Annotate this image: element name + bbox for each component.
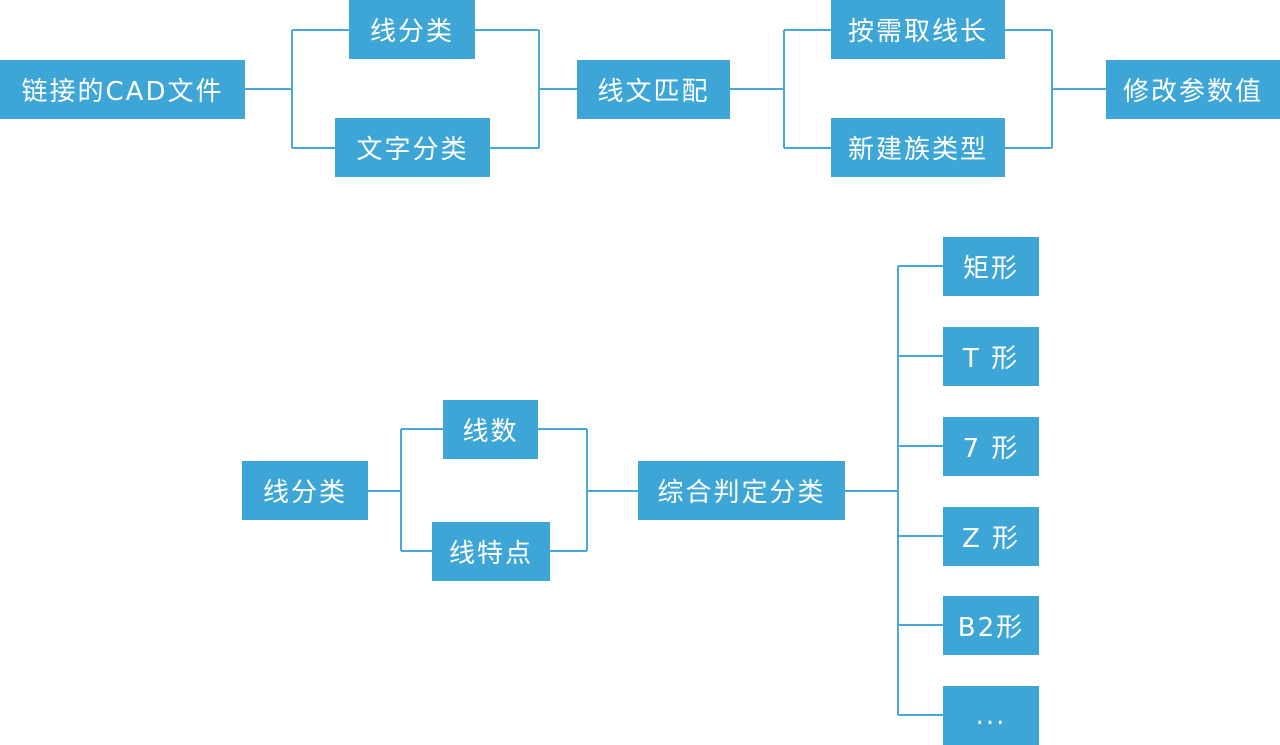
node-line-classify: 线分类 [349,0,475,59]
node-new-family-type: 新建族类型 [831,118,1005,177]
node-combined-judgement: 综合判定分类 [638,461,845,520]
node-shape-z: Z 形 [943,507,1039,566]
node-take-length: 按需取线长 [831,0,1005,59]
node-shape-more: ... [943,686,1039,745]
node-shape-7: 7 形 [943,417,1039,476]
node-line-text-match: 线文匹配 [577,60,730,119]
node-shape-b2: B2形 [943,596,1039,655]
node-shape-t: T 形 [943,327,1039,386]
node-line-features: 线特点 [432,522,550,581]
node-cad-file: 链接的CAD文件 [0,60,245,119]
node-shape-rectangle: 矩形 [943,237,1039,296]
node-modify-params: 修改参数值 [1106,60,1280,119]
node-line-classify-2: 线分类 [242,461,368,520]
node-line-count: 线数 [443,400,538,459]
node-text-classify: 文字分类 [335,118,490,177]
